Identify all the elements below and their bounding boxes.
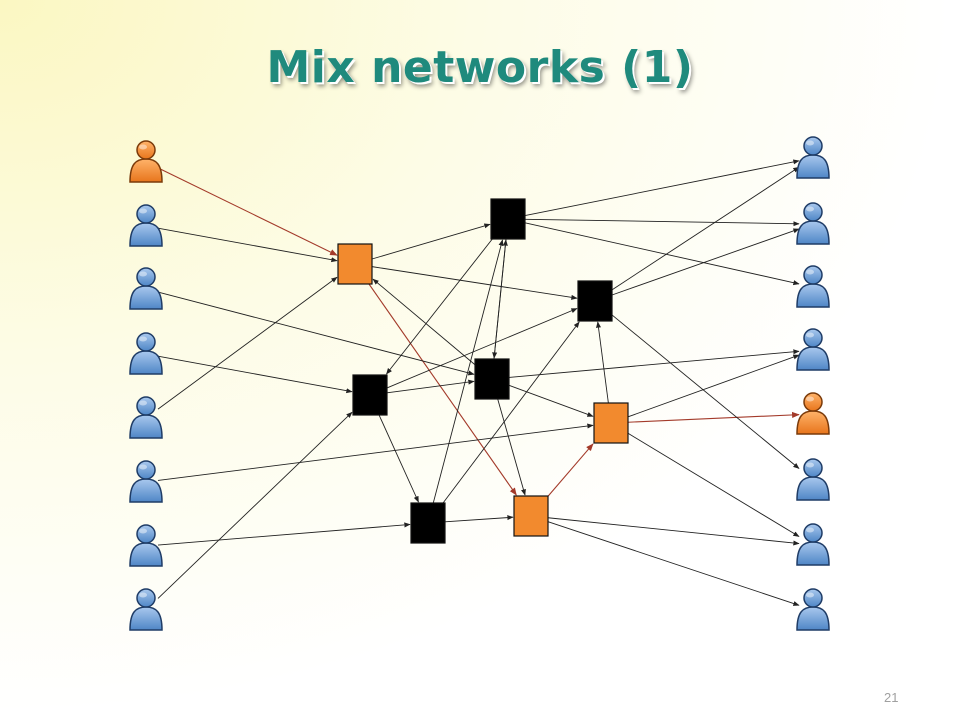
edge-M7-to-M8 xyxy=(444,515,514,523)
edge-M8-to-r7 xyxy=(547,517,800,546)
mix-node-m7 xyxy=(410,502,446,544)
receiver-user-icon-5 xyxy=(796,392,830,435)
edge-s4-to-M4 xyxy=(157,355,353,394)
edge-M6-to-r4 xyxy=(627,354,800,418)
edge-M3-to-r6 xyxy=(611,314,800,469)
mix-node-m6 xyxy=(593,402,629,444)
edge-M3-to-r1 xyxy=(611,166,800,291)
edge-M6-to-M3 xyxy=(595,321,609,404)
edge-M5-to-M2 xyxy=(493,239,508,360)
mix-node-m5 xyxy=(474,358,510,400)
edge-s2-to-M1 xyxy=(157,227,338,263)
sender-user-icon-1 xyxy=(129,140,163,183)
edge-M5-to-M8 xyxy=(497,398,526,496)
edge-M2-to-r1 xyxy=(524,159,800,217)
edge-M1-to-M3 xyxy=(371,266,578,300)
mix-node-m4 xyxy=(352,374,388,416)
receiver-user-icon-8 xyxy=(796,588,830,631)
edge-s3-to-M5 xyxy=(157,291,475,376)
edge-M5-to-r4 xyxy=(508,349,800,378)
sender-user-icon-5 xyxy=(129,396,163,439)
sender-user-icon-8 xyxy=(129,588,163,631)
receiver-user-icon-3 xyxy=(796,265,830,308)
slide-title: Mix networks (1) xyxy=(266,42,694,93)
edge-M4-to-M3 xyxy=(386,308,578,389)
receiver-user-icon-4 xyxy=(796,328,830,371)
edge-layer xyxy=(157,159,800,606)
edge-M8-to-r8 xyxy=(547,521,800,606)
edge-s6-to-M6 xyxy=(157,423,594,481)
edge-s8-to-M4 xyxy=(157,411,353,599)
edge-M8-to-M6 xyxy=(547,443,594,497)
edge-M2-to-r3 xyxy=(524,222,800,286)
sender-user-icon-7 xyxy=(129,524,163,567)
edge-M4-to-M7 xyxy=(378,414,419,503)
edge-M4-to-M5 xyxy=(386,379,475,394)
edge-M5-to-M6 xyxy=(508,384,594,417)
edge-s5-to-M1 xyxy=(157,276,338,410)
edge-M2-to-M4 xyxy=(386,238,493,375)
edge-s7-to-M7 xyxy=(157,522,411,546)
mix-node-m1 xyxy=(337,243,373,285)
sender-user-icon-4 xyxy=(129,332,163,375)
receiver-user-icon-1 xyxy=(796,136,830,179)
edge-M6-to-r7 xyxy=(627,432,800,537)
receiver-user-icon-7 xyxy=(796,523,830,566)
edge-s1-to-M1 xyxy=(157,167,338,256)
receiver-user-icon-6 xyxy=(796,458,830,501)
edge-M3-to-r2 xyxy=(611,228,800,296)
edge-M7-to-M3 xyxy=(442,321,580,504)
edge-M1-to-M2 xyxy=(371,223,491,260)
sender-user-icon-2 xyxy=(129,204,163,247)
mix-node-m2 xyxy=(490,198,526,240)
sender-user-icon-6 xyxy=(129,460,163,503)
mix-node-m3 xyxy=(577,280,613,322)
edge-M5-to-M1 xyxy=(372,278,476,366)
sender-user-icon-3 xyxy=(129,267,163,310)
slide-number: 21 xyxy=(884,690,899,705)
mix-node-m8 xyxy=(513,495,549,537)
edge-M7-to-M2 xyxy=(432,239,504,504)
edge-M2-to-r2 xyxy=(524,218,800,227)
node-layer xyxy=(129,136,830,631)
receiver-user-icon-2 xyxy=(796,202,830,245)
edge-M6-to-r5 xyxy=(627,411,800,423)
edge-M1-to-M8 xyxy=(368,283,517,496)
